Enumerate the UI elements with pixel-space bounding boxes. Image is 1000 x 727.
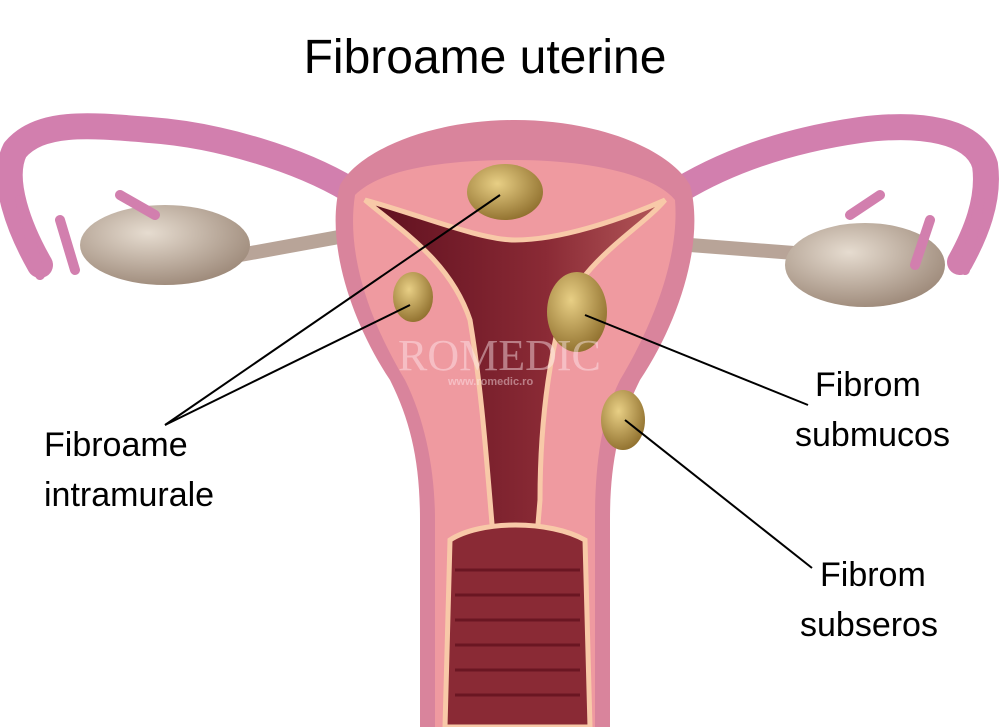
fibroid-intramural-left — [393, 272, 433, 322]
right-ovary — [785, 223, 945, 307]
label-intramural-line2: intramurale — [44, 476, 215, 514]
label-intramural-line1: Fibroame — [44, 426, 188, 464]
label-subseros-line1: Fibrom — [820, 556, 926, 594]
label-submucos-line2: submucos — [795, 416, 950, 454]
fibroid-intramural-top — [467, 164, 543, 220]
fibroid-subseros — [601, 390, 645, 450]
fibroid-submucos — [547, 272, 607, 352]
page-title: Fibroame uterine — [303, 31, 667, 84]
label-submucos-line1: Fibrom — [815, 366, 921, 404]
leader-lines — [164, 194, 813, 569]
left-ovary — [80, 205, 250, 285]
watermark-url: www.romedic.ro — [448, 376, 534, 388]
left-fallopian-tube — [0, 113, 363, 278]
watermark-brand: ROMEDIC — [398, 331, 601, 380]
vaginal-canal — [442, 522, 593, 727]
label-subseros-line2: subseros — [800, 606, 938, 644]
